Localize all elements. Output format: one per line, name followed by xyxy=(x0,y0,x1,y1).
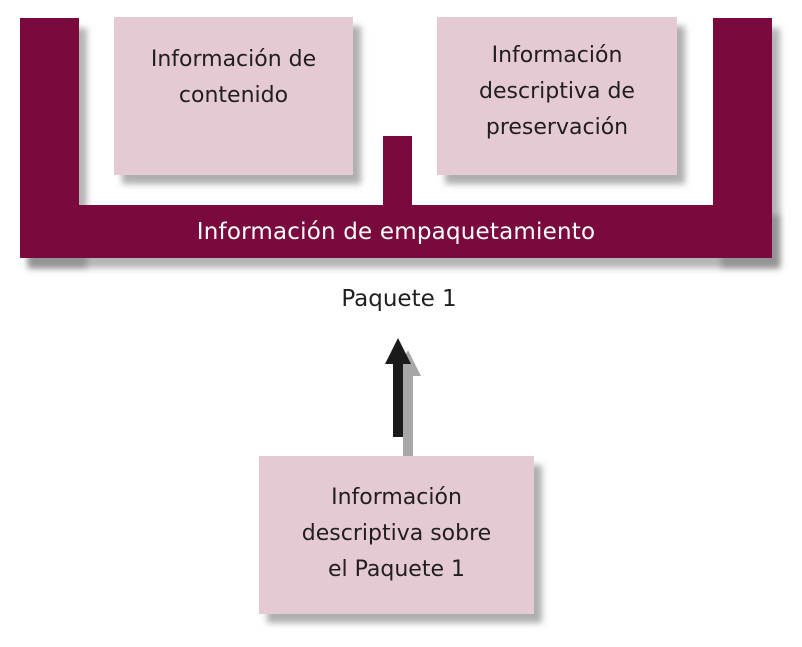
packaging-label: Información de empaquetamiento xyxy=(20,205,772,258)
packaging-divider xyxy=(383,136,412,211)
packaging-base xyxy=(20,205,772,258)
packaging-label-text: Información de empaquetamiento xyxy=(196,218,596,245)
arrow-body xyxy=(385,338,411,437)
up-arrow-icon xyxy=(385,338,421,460)
descriptive-info-box: Información descriptiva sobre el Paquete… xyxy=(259,456,534,614)
preservation-info-label: Información descriptiva de preservación xyxy=(479,43,635,140)
content-info-label: Información de contenido xyxy=(150,47,317,108)
content-info-box: Información de contenido xyxy=(114,17,353,175)
package-caption: Paquete 1 xyxy=(341,286,457,312)
descriptive-info-label: Información descriptiva sobre el Paquete… xyxy=(301,485,492,582)
preservation-info-box: Información descriptiva de preservación xyxy=(437,17,677,175)
